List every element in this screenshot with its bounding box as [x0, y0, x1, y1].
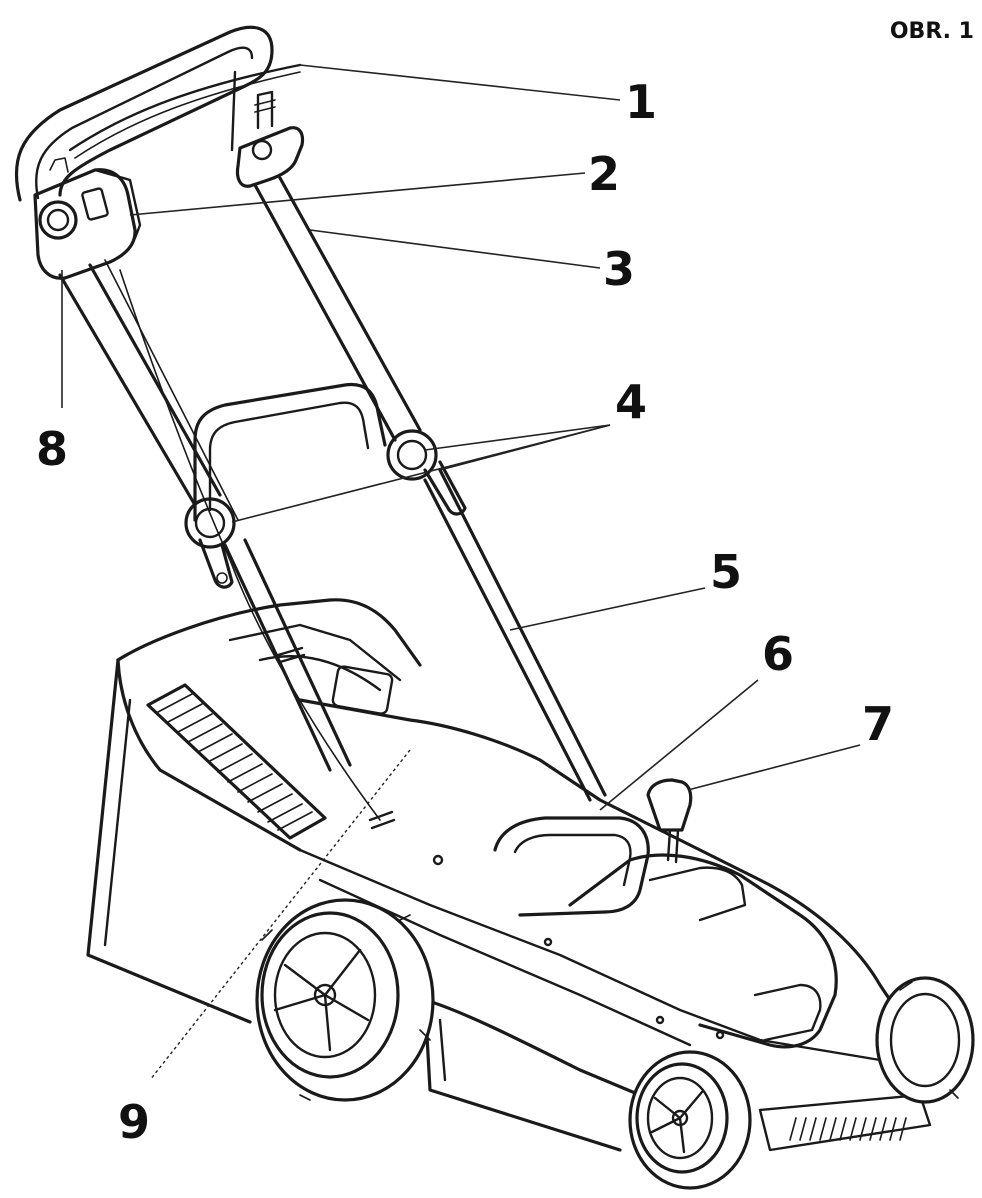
callout-6: 6: [762, 627, 794, 681]
handlebar-top: [14, 25, 274, 202]
leader-lines: [61, 64, 861, 1081]
lower-handle-bars: [223, 468, 607, 830]
front-vent-slots: [758, 1093, 932, 1152]
vent-mesh: [157, 693, 313, 831]
grass-bag-handle: [193, 382, 387, 522]
upper-handle-bars: [58, 176, 422, 521]
safety-key: [646, 778, 693, 864]
callout-3: 3: [603, 242, 635, 296]
switch-box: [33, 157, 142, 280]
cable: [68, 63, 381, 821]
callout-7: 7: [862, 697, 894, 751]
callout-2: 2: [588, 147, 620, 201]
rear-left-wheel: [255, 898, 435, 1102]
callout-1: 1: [625, 75, 657, 129]
quick-release-knob-right: [386, 429, 467, 516]
callout-4: 4: [615, 375, 647, 429]
mower-deck: [298, 698, 932, 1152]
quick-release-knob-left: [184, 497, 236, 589]
front-left-wheel: [628, 1050, 752, 1190]
callout-5: 5: [710, 545, 742, 599]
right-cable-clamp: [235, 90, 305, 188]
figure-label: OBR. 1: [890, 19, 974, 44]
callout-8: 8: [36, 422, 68, 476]
callout-9: 9: [118, 1095, 150, 1149]
front-right-wheel: [875, 976, 975, 1104]
